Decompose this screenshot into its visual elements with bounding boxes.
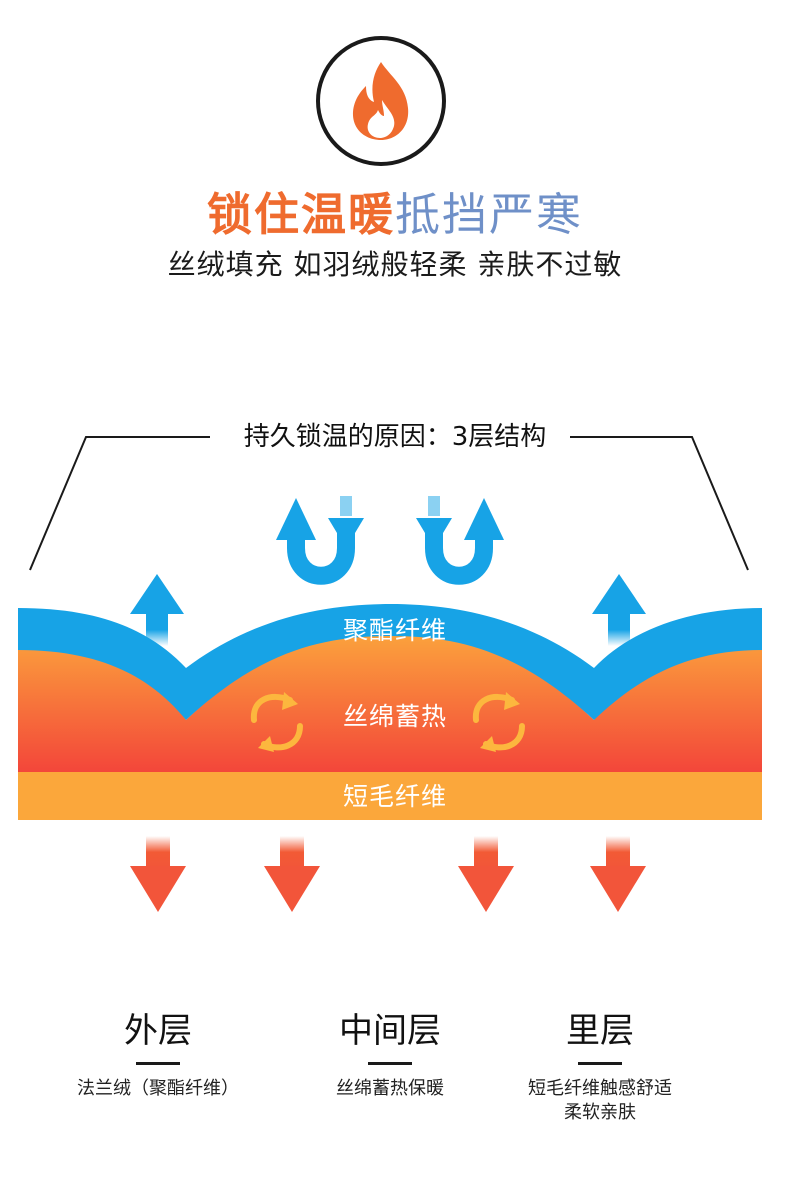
arrow-down-icon (590, 836, 646, 912)
bracket-lines (29, 436, 749, 571)
layer-label-short-fiber: 短毛纤维 (342, 782, 447, 811)
arrow-down-icon (458, 836, 514, 912)
column-outer-layer: 外层 法兰绒（聚酯纤维） (48, 1008, 268, 1101)
column-desc: 法兰绒（聚酯纤维） (77, 1078, 239, 1099)
u-turn-arrow-icon (425, 522, 493, 585)
column-title: 中间层 (339, 1011, 441, 1051)
divider (136, 1062, 180, 1065)
layer-label-silk: 丝绵蓄热 (342, 702, 447, 731)
column-desc: 柔软亲肤 (564, 1102, 636, 1123)
arrow-up-icon (592, 574, 646, 646)
diagram-caption: 持久锁温的原因：3层结构 (0, 419, 790, 455)
arrow-down-icon (264, 836, 320, 912)
column-middle-layer: 中间层 丝绵蓄热保暖 (280, 1008, 500, 1101)
arrow-up-icon (130, 574, 184, 646)
divider (578, 1062, 622, 1065)
headline-cool-text: 抵挡严寒 (395, 188, 584, 241)
arrow-down-icon (130, 836, 186, 912)
silk-layer (18, 634, 762, 772)
column-title: 外层 (124, 1011, 192, 1051)
flame-badge (316, 36, 446, 166)
diagram-caption-text: 持久锁温的原因：3层结构 (233, 422, 557, 452)
subheadline: 丝绒填充 如羽绒般轻柔 亲肤不过敏 (167, 248, 623, 281)
column-title: 里层 (566, 1011, 634, 1051)
column-inner-layer: 里层 短毛纤维触感舒适 柔软亲肤 (490, 1008, 710, 1125)
headline: 锁住温暖抵挡严寒 (0, 185, 790, 245)
layer-label-polyester: 聚酯纤维 (342, 616, 447, 645)
u-turn-arrow-icon (287, 522, 355, 585)
short-fiber-layer (18, 772, 762, 820)
column-desc: 短毛纤维触感舒适 (528, 1078, 672, 1099)
divider (368, 1062, 412, 1065)
layer-diagram (18, 496, 762, 912)
flame-icon (352, 62, 409, 140)
headline-warm-text: 锁住温暖 (206, 188, 395, 241)
polyester-layer (18, 604, 762, 720)
column-desc: 丝绵蓄热保暖 (336, 1078, 444, 1099)
